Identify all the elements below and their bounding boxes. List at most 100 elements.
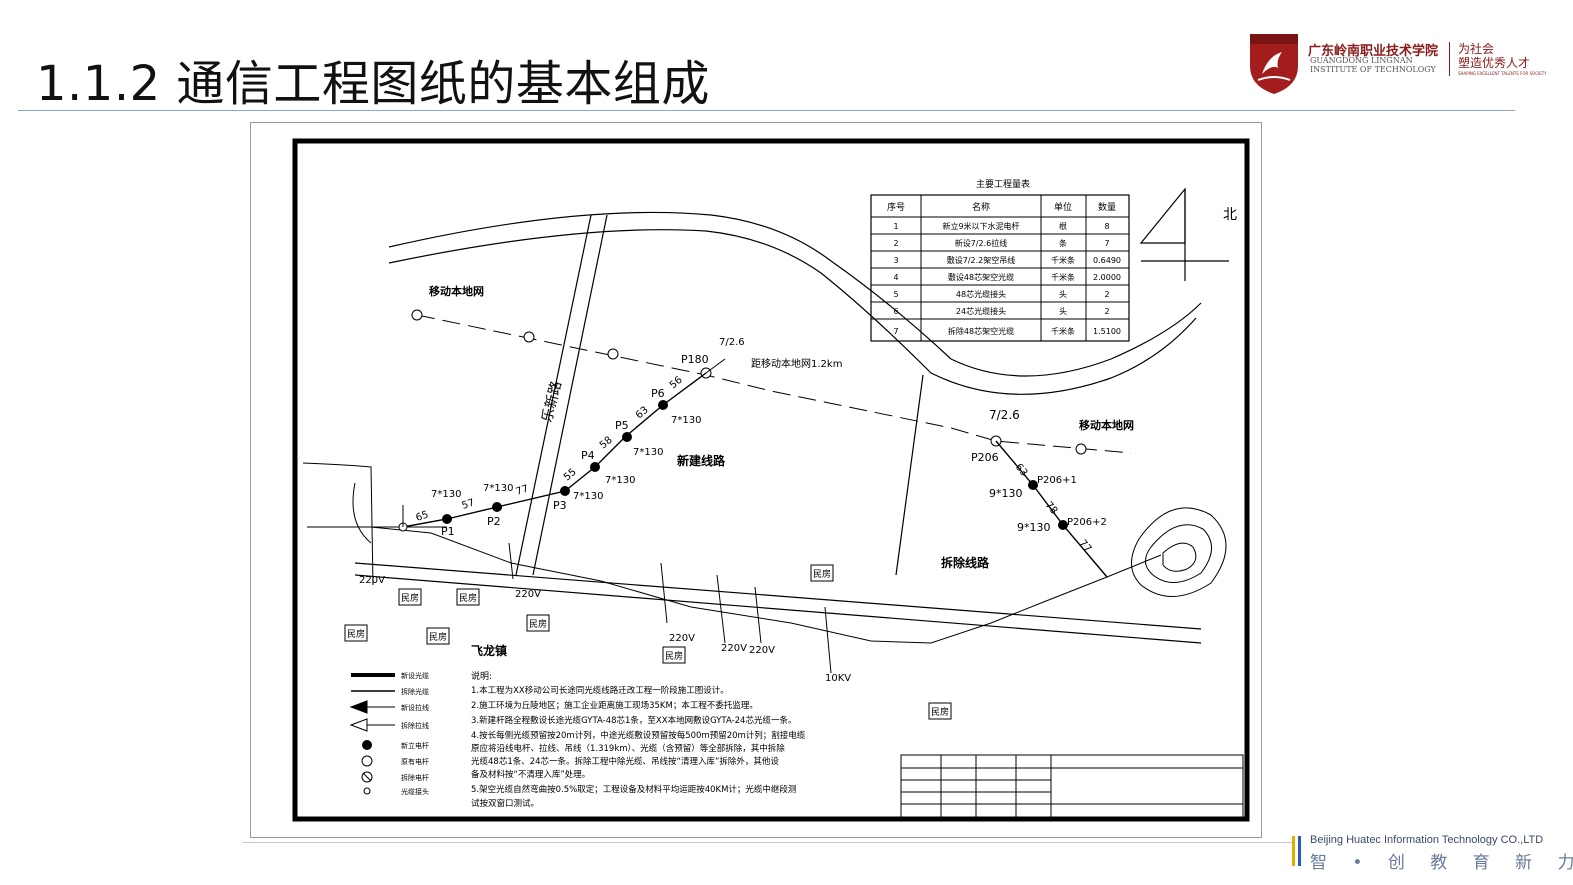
town-label: 飞龙镇 xyxy=(471,643,507,658)
pole-label: P180 xyxy=(681,353,709,366)
distance-label: 57 xyxy=(461,497,477,511)
svg-text:备及材料按“不清理入库”处理。: 备及材料按“不清理入库”处理。 xyxy=(471,769,590,780)
svg-text:民房: 民房 xyxy=(529,618,547,630)
voltage-label: 220V xyxy=(669,633,695,644)
road-edge xyxy=(352,482,372,544)
quantity-table: 主要工程量表 序号 名称 单位 数量 1 新立9米以下水泥电杆 根 8 2 新设… xyxy=(870,178,1130,342)
distance-label: 56 xyxy=(668,375,685,392)
school-name-en: GUANGDONG LINGNAN xyxy=(1310,56,1413,65)
table-cell: 8 xyxy=(1104,222,1109,231)
footer-divider xyxy=(243,842,1293,843)
existing-pole-icon xyxy=(1075,443,1087,455)
svg-text:试按双窗口测试。: 试按双窗口测试。 xyxy=(471,798,539,809)
house-icon: 民房 xyxy=(456,588,480,606)
svg-text:拆除电杆: 拆除电杆 xyxy=(401,773,429,782)
title-divider xyxy=(18,110,1515,111)
existing-pole-icon xyxy=(607,348,619,360)
cable-spec-label: 7/2.6 xyxy=(989,408,1020,422)
svg-text:民房: 民房 xyxy=(429,631,447,643)
north-label: 北 xyxy=(1223,207,1237,223)
pole-label: P3 xyxy=(553,499,567,512)
new-pole-icon xyxy=(560,486,570,496)
house-icon: 民房 xyxy=(928,702,952,720)
table-cell: 1.5100 xyxy=(1093,327,1121,336)
table-cell: 6 xyxy=(893,307,898,316)
new-pole-icon xyxy=(442,514,452,524)
distance-label: 65 xyxy=(415,509,431,523)
table-cell: 敷设48芯架空光缆 xyxy=(948,272,1014,282)
pole-label: P206 xyxy=(971,451,999,464)
new-pole-icon xyxy=(1058,520,1068,530)
svg-text:民房: 民房 xyxy=(665,650,683,662)
svg-text:光缆48芯1条、24芯一条。拆除工程中除光缆、吊线按“清理入: 光缆48芯1条、24芯一条。拆除工程中除光缆、吊线按“清理入库”拆除外，其他设 xyxy=(471,756,779,767)
pole-label: P5 xyxy=(615,419,629,432)
table-cell: 千米条 xyxy=(1051,255,1075,265)
distance-label: 77 xyxy=(515,483,531,497)
table-title: 主要工程量表 xyxy=(976,178,1030,190)
road-edge xyxy=(388,211,1202,377)
demolish-route-label: 拆除线路 xyxy=(941,555,990,570)
pole-label: P2 xyxy=(487,515,501,528)
table-cell: 24芯光缆接头 xyxy=(956,306,1006,316)
terrain-contour xyxy=(1131,507,1227,597)
svg-text:原有电杆: 原有电杆 xyxy=(401,757,429,766)
pole-label: P6 xyxy=(651,387,665,400)
design-notes: 说明: 1.本工程为XX移动公司长途同光缆线路迁改工程一阶段施工图设计。 2.施… xyxy=(471,670,806,809)
pole-label: P206+1 xyxy=(1037,475,1077,486)
table-cell: 拆除48芯架空光缆 xyxy=(948,326,1014,336)
table-cell: 千米条 xyxy=(1051,272,1075,282)
new-pole-icon xyxy=(492,502,502,512)
title-block xyxy=(900,754,1244,818)
table-cell: 7 xyxy=(893,327,898,336)
span-label: 7*130 xyxy=(605,475,635,486)
new-cable-line xyxy=(402,372,707,528)
svg-text:新设拉线: 新设拉线 xyxy=(401,703,429,712)
footer: Beijing Huatec Information Technology CO… xyxy=(1292,832,1573,873)
table-cell: 新立9米以下水泥电杆 xyxy=(942,221,1019,231)
table-cell: 条 xyxy=(1059,238,1067,248)
existing-pole-icon xyxy=(411,309,423,321)
pole-label: P206+2 xyxy=(1067,517,1107,528)
drawing-border xyxy=(292,138,1250,822)
school-slogan-en: SHAPING EXCELLENT TALENTS FOR SOCIETY xyxy=(1458,71,1547,76)
legend: 新设光缆 拆除光缆 新设拉线 拆除拉线 新立电杆 原有电杆 拆除电杆 光缆接头 xyxy=(349,671,429,796)
svg-text:新立电杆: 新立电杆 xyxy=(401,741,429,750)
road-edge xyxy=(515,214,592,576)
svg-text:5.架空光缆自然弯曲按0.5%取定；工程设备及材料平均运距按: 5.架空光缆自然弯曲按0.5%取定；工程设备及材料平均运距按40KM计；光缆中继… xyxy=(471,784,796,795)
logo-separator xyxy=(1449,42,1450,76)
svg-text:4.按长每侧光缆预留按20m计列，中途光缆敷设预留按每500: 4.按长每侧光缆预留按20m计列，中途光缆敷设预留按每500m预留20m计列；割… xyxy=(471,730,806,741)
slide-title: 1.1.2 通信工程图纸的基本组成 xyxy=(36,56,710,112)
north-arrow-icon xyxy=(1139,187,1229,281)
voltage-label: 10KV xyxy=(825,673,851,684)
new-pole-icon xyxy=(622,432,632,442)
terrain-contour xyxy=(1145,524,1212,583)
school-slogan: 为社会 塑造优秀人才 xyxy=(1458,42,1531,70)
table-cell: 5 xyxy=(893,290,898,299)
svg-text:民房: 民房 xyxy=(401,592,419,604)
table-cell: 根 xyxy=(1059,221,1067,231)
road-edge xyxy=(895,374,924,576)
table-cell: 2 xyxy=(893,239,898,248)
svg-text:3.新建杆路全程敷设长途光缆GYTA-48芯1条，至XX本地: 3.新建杆路全程敷设长途光缆GYTA-48芯1条，至XX本地网敷设GYTA-24… xyxy=(471,715,796,726)
table-cell: 2 xyxy=(1104,307,1109,316)
mobile-net-label: 移动本地网 xyxy=(1079,418,1134,432)
table-cell: 头 xyxy=(1059,289,1067,299)
svg-text:原应将沿线电杆、拉线、吊线（1.319km）、光缆（含预留）: 原应将沿线电杆、拉线、吊线（1.319km）、光缆（含预留）等全部拆除，其中拆除 xyxy=(471,743,785,754)
distance-note: 距移动本地网1.2km xyxy=(751,357,842,370)
table-cell: 7 xyxy=(1104,239,1109,248)
svg-text:民房: 民房 xyxy=(813,568,831,580)
table-cell: 1 xyxy=(893,222,898,231)
pole-label: P4 xyxy=(581,449,595,462)
road-edge xyxy=(354,562,1202,630)
mobile-net-label: 移动本地网 xyxy=(429,284,484,298)
new-pole-icon xyxy=(1028,480,1038,490)
new-pole-icon xyxy=(590,462,600,472)
power-line xyxy=(824,606,832,674)
road-edge xyxy=(302,462,374,586)
school-name-cn: 广东岭南职业技术学院 xyxy=(1308,44,1439,59)
table-cell: 新设7/2.6拉线 xyxy=(955,238,1008,248)
svg-text:说明:: 说明: xyxy=(471,670,492,682)
distance-label: 63 xyxy=(634,405,651,422)
span-label: 7*130 xyxy=(573,491,603,502)
table-cell: 48芯光缆接头 xyxy=(956,289,1006,299)
